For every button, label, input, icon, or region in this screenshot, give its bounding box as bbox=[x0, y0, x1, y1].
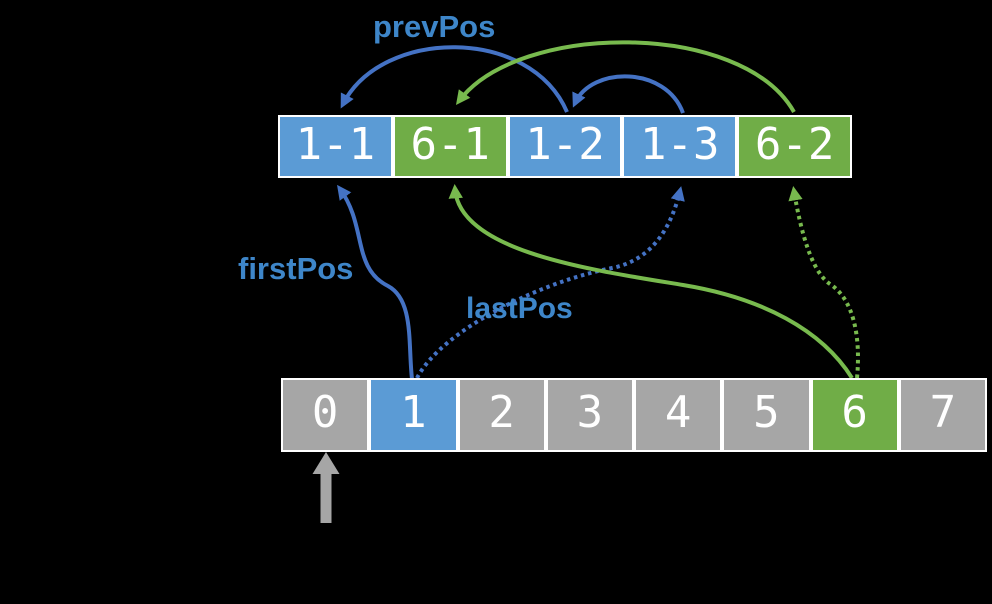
arrow-lastpos-bucket1-to-1-3 bbox=[415, 186, 685, 379]
bucket-cell-1: 1 bbox=[369, 378, 458, 452]
bucket-pointer-arrow-icon bbox=[312, 452, 340, 523]
bucket-cell-2: 2 bbox=[457, 378, 546, 452]
entry-box-6-1: 6-1 bbox=[392, 115, 508, 178]
arrow-prevpos-1-2-to-1-1 bbox=[340, 45, 569, 113]
entry-box-1-1: 1-1 bbox=[278, 115, 393, 178]
entry-row: 1-1 6-1 1-2 1-3 6-2 bbox=[278, 115, 852, 178]
arrow-last-bucket6-to-6-2 bbox=[788, 186, 860, 379]
arrow-first-bucket6-to-6-1 bbox=[448, 183, 854, 380]
bucket-cell-6: 6 bbox=[810, 378, 899, 452]
firstpos-label: firstPos bbox=[238, 251, 354, 286]
arrow-prevpos-1-3-to-1-2 bbox=[572, 74, 685, 114]
prevpos-label: prevPos bbox=[373, 9, 496, 44]
bucket-cell-0: 0 bbox=[281, 378, 370, 452]
bucket-row: 0 1 2 3 4 5 6 7 bbox=[281, 378, 987, 452]
entry-box-1-3: 1-3 bbox=[622, 115, 738, 178]
entry-box-1-2: 1-2 bbox=[507, 115, 623, 178]
arrow-prevpos-6-2-to-6-1 bbox=[455, 40, 796, 113]
bucket-cell-5: 5 bbox=[722, 378, 811, 452]
bucket-cell-7: 7 bbox=[898, 378, 987, 452]
entry-box-6-2: 6-2 bbox=[737, 115, 852, 178]
bucket-cell-3: 3 bbox=[545, 378, 634, 452]
lastpos-label: lastPos bbox=[466, 292, 573, 325]
bucket-cell-4: 4 bbox=[634, 378, 723, 452]
